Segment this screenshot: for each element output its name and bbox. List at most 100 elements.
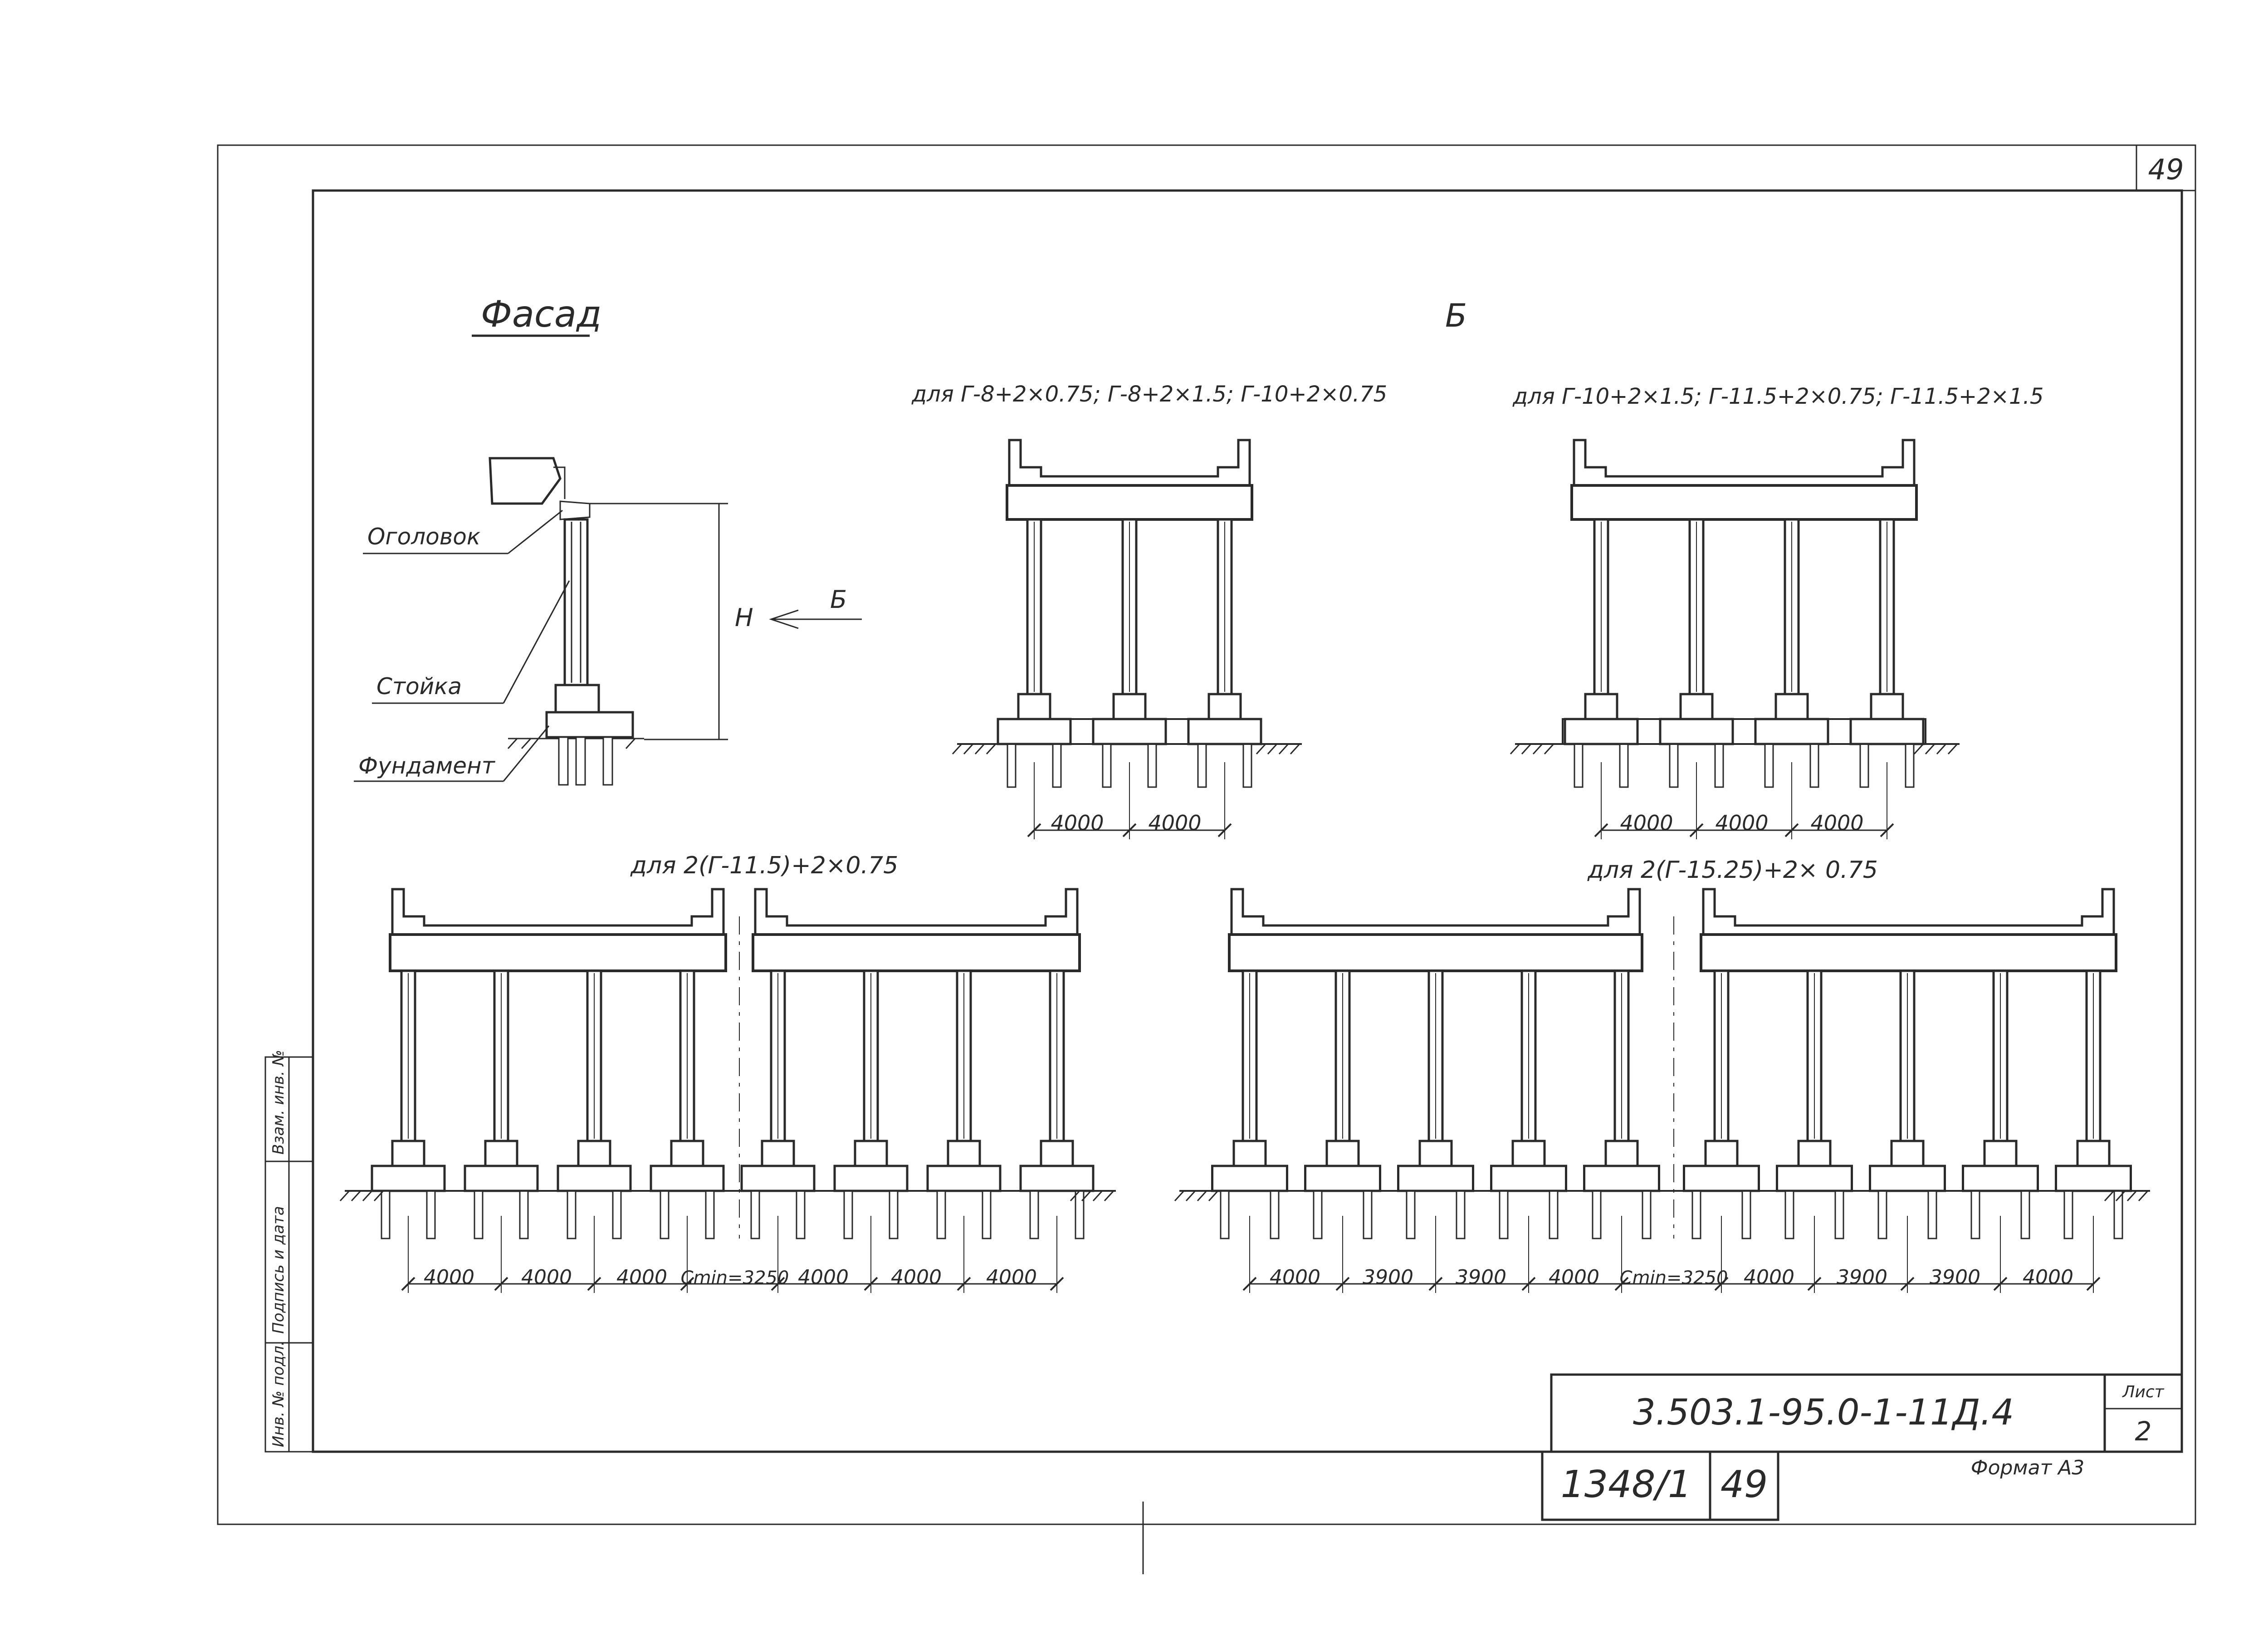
dims-f3: 4000 4000 4000 Сmin=3250 4000 4000 4000 xyxy=(424,1266,1037,1289)
sheet-number: 2 xyxy=(2135,1416,2152,1447)
pile xyxy=(1029,1190,1039,1239)
pile xyxy=(519,1190,529,1239)
dimension-tick xyxy=(587,1277,601,1291)
ground-hatch xyxy=(2138,1190,2149,1202)
pedestal xyxy=(1325,1140,1360,1167)
pile xyxy=(1052,743,1062,788)
pedestal xyxy=(484,1140,518,1167)
corner-number: 49 xyxy=(2148,153,2184,186)
ground-hatch xyxy=(1521,743,1532,755)
dimension-tick xyxy=(1614,1277,1629,1291)
pile xyxy=(2020,1190,2030,1239)
pedestal xyxy=(947,1140,981,1167)
dimension-tick xyxy=(1050,1277,1064,1291)
pile xyxy=(1619,743,1629,788)
pedestal xyxy=(1679,693,1714,720)
dimension-tick xyxy=(1807,1277,1822,1291)
ground-hatch xyxy=(373,1190,384,1202)
cap-parapet xyxy=(391,888,725,935)
pile xyxy=(2063,1190,2073,1239)
pile xyxy=(1456,1190,1466,1239)
ground-hatch xyxy=(1947,743,1958,755)
dimension-tick xyxy=(1993,1277,2008,1291)
outer-frame xyxy=(217,144,2196,1525)
dim-f2-3: 4000 xyxy=(1810,811,1863,835)
dim-f2-2: 4000 xyxy=(1715,811,1768,835)
pedestal xyxy=(1774,693,1809,720)
pile xyxy=(1927,1190,1937,1239)
dim-f4-1: 4000 xyxy=(1270,1266,1320,1289)
pile xyxy=(426,1190,436,1239)
dimension-tick xyxy=(494,1277,508,1291)
ground-hatch xyxy=(1278,743,1289,755)
format-label: Формат А3 xyxy=(1971,1456,2085,1479)
sheet-label: Лист xyxy=(2121,1383,2164,1401)
ground-hatch xyxy=(1070,1190,1080,1202)
ground-hatch xyxy=(1290,743,1300,755)
ground-hatch xyxy=(1925,743,1936,755)
side-foundation-label: Фундамент xyxy=(358,753,496,779)
ground-hatch xyxy=(2104,1190,2115,1202)
ground-hatch xyxy=(952,743,963,755)
footing-plate xyxy=(1564,718,1639,745)
ground-hatch xyxy=(1532,743,1543,755)
footing-plate xyxy=(833,1165,909,1192)
pile xyxy=(1197,743,1207,788)
pile xyxy=(1669,743,1679,788)
cap-beam xyxy=(1006,484,1253,521)
pile xyxy=(1499,1190,1509,1239)
dimension-tick xyxy=(2086,1277,2101,1291)
dim-f1-1: 4000 xyxy=(1051,811,1104,835)
pedestal xyxy=(391,1140,425,1167)
dim-f3-3: 4000 xyxy=(616,1266,667,1289)
footing-plate xyxy=(997,718,1072,745)
dimension-tick xyxy=(1900,1277,1915,1291)
dimension-tick xyxy=(1335,1277,1350,1291)
pedestal xyxy=(670,1140,704,1167)
side-stamp-replace: Взам. инв. № xyxy=(269,1050,288,1155)
side-view: Н Б Оголовок Стойка Фундамент xyxy=(354,457,862,786)
pile xyxy=(1877,1190,1887,1239)
footing-plate xyxy=(926,1165,1002,1192)
dimension-tick xyxy=(1521,1277,1536,1291)
pedestal xyxy=(1890,1140,1925,1167)
pedestal xyxy=(1704,1140,1739,1167)
dim-f4-6: 4000 xyxy=(1744,1266,1794,1289)
pedestal xyxy=(1604,1140,1639,1167)
facade-f3-title: для 2(Г-11.5)+2×0.75 xyxy=(630,852,898,879)
pedestal xyxy=(1017,693,1051,720)
dim-f3-7: 4000 xyxy=(986,1266,1037,1289)
footing-plate xyxy=(2055,1165,2132,1192)
footing-plate xyxy=(1187,718,1262,745)
dim-f4-5: Сmin=3250 xyxy=(1620,1268,1728,1288)
cap-beam xyxy=(1700,933,2117,972)
dim-f2-1: 4000 xyxy=(1620,811,1673,835)
dim-f4-7: 3900 xyxy=(1837,1266,1887,1289)
side-arrow-letter: Б xyxy=(830,585,847,614)
side-stamp: Инв. № подл. Подпись и дата Взам. инв. № xyxy=(264,1050,314,1453)
dim-f3-1: 4000 xyxy=(424,1266,474,1289)
pedestal xyxy=(1870,693,1904,720)
facade-f2-title: для Г-10+2×1.5; Г-11.5+2×0.75; Г-11.5+2×… xyxy=(1512,384,2043,409)
footing-plate xyxy=(740,1165,816,1192)
pile xyxy=(1834,1190,1844,1239)
inner-frame xyxy=(312,189,2183,1453)
pile xyxy=(1691,1190,1701,1239)
archive-page: 49 xyxy=(1721,1463,1768,1506)
cap-parapet xyxy=(1702,888,2115,935)
ground-hatch xyxy=(1510,743,1520,755)
ground-hatch xyxy=(1081,1190,1092,1202)
dim-f1-2: 4000 xyxy=(1148,811,1201,835)
footing-plate xyxy=(1776,1165,1853,1192)
pile xyxy=(1905,743,1915,788)
pile xyxy=(1007,743,1017,788)
footing-plate xyxy=(1304,1165,1381,1192)
ground-hatch xyxy=(1197,1190,1207,1202)
pile xyxy=(1075,1190,1085,1239)
pile xyxy=(567,1190,577,1239)
dimension-tick xyxy=(401,1277,415,1291)
sheet-title: Фасад xyxy=(481,293,601,335)
side-stamp-inv: Инв. № подл. xyxy=(269,1341,288,1447)
ground-hatch xyxy=(1174,1190,1185,1202)
pile xyxy=(1363,1190,1373,1239)
